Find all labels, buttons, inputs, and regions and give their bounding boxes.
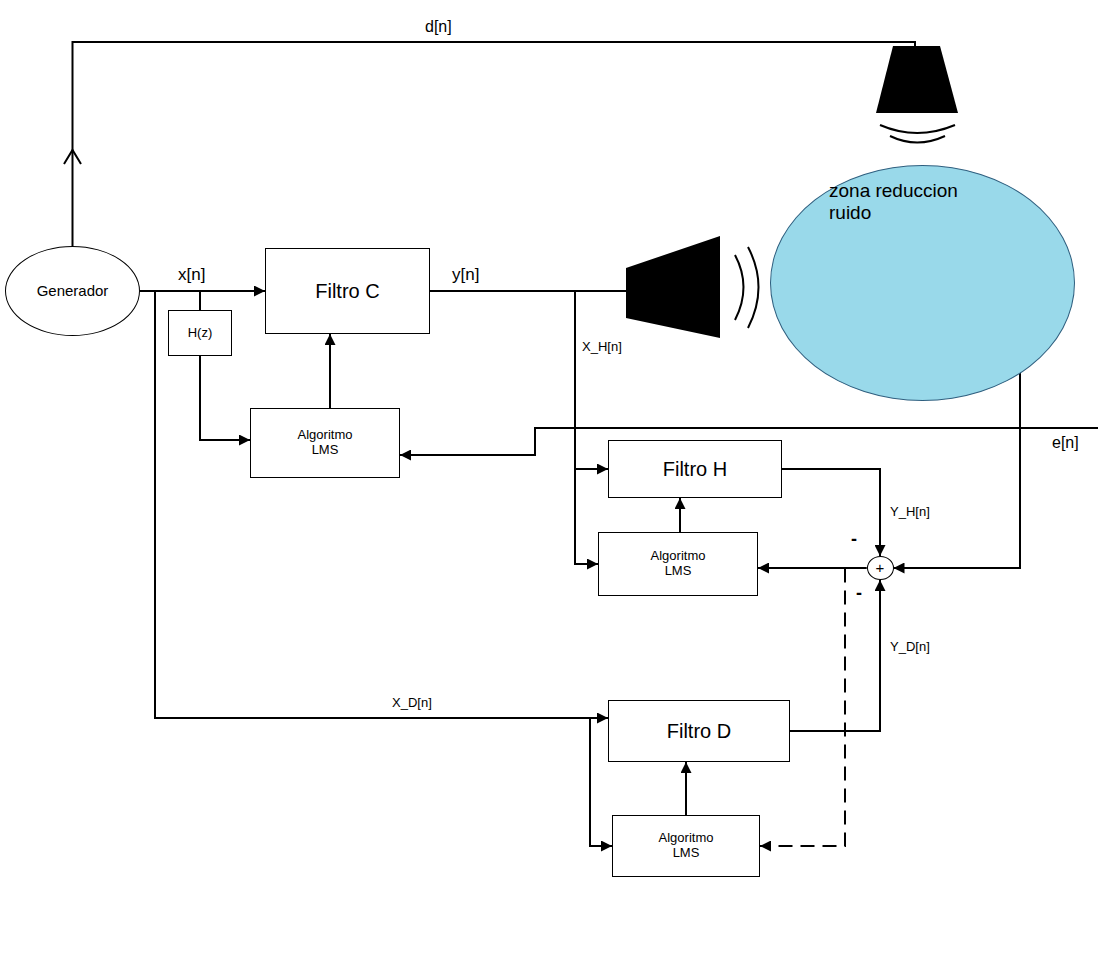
node-text: Filtro H [663,458,727,481]
filter-box: Filtro H [608,440,782,498]
signal-connector [782,469,880,556]
lms-box: Algoritmo LMS [250,408,400,478]
filter-box: Filtro C [265,248,430,334]
signal-name: X_D[n] [392,696,432,710]
noise-zone: zona reduccion ruido [770,165,1075,401]
node-text: Filtro C [315,280,379,303]
signal-name: Y_H[n] [890,505,930,519]
signal-connector [758,567,867,569]
wire-arrow [64,150,81,164]
filter-box: Filtro D [608,700,790,762]
signal-wire [73,42,916,246]
signal-name: Y_D[n] [890,640,930,654]
signal-name: X_H[n] [582,340,622,354]
signal-connector [790,580,880,731]
node-text: H(z) [188,326,213,341]
signal-connector [430,291,608,469]
generator-circle: Generador [5,246,140,336]
sign-mark: - [851,530,857,550]
sound-wave [880,125,955,133]
error-wire [1020,427,1098,429]
signal-name: y[n] [452,266,479,285]
signal-connector [685,762,687,815]
transfer-box: H(z) [168,310,232,356]
lms-box: Algoritmo LMS [612,815,760,877]
signal-connector [140,291,612,846]
sign-mark: - [856,584,862,604]
sound-wave [890,136,945,143]
sum-junction: + [867,556,894,580]
signal-name: x[n] [178,266,205,285]
node-text: zona reduccion ruido [829,180,994,224]
signal-connector [894,401,1021,568]
lms-box: Algoritmo LMS [598,532,758,596]
signal-connector [140,291,608,718]
node-text: Algoritmo LMS [638,549,718,579]
loudspeaker [626,236,720,338]
node-text: Filtro D [667,720,731,743]
signal-connector [679,498,681,532]
node-text: Algoritmo LMS [646,831,726,861]
node-text: Algoritmo LMS [285,428,365,458]
signal-connector [140,291,200,310]
node-text: + [876,559,885,576]
sound-wave [735,255,744,320]
signal-connector [329,334,331,408]
sound-wave [748,247,759,328]
node-text: Generador [37,282,109,299]
signal-name: d[n] [425,18,452,36]
signal-connector [200,356,250,440]
signal-name: e[n] [1052,434,1079,452]
loudspeaker [876,46,958,113]
